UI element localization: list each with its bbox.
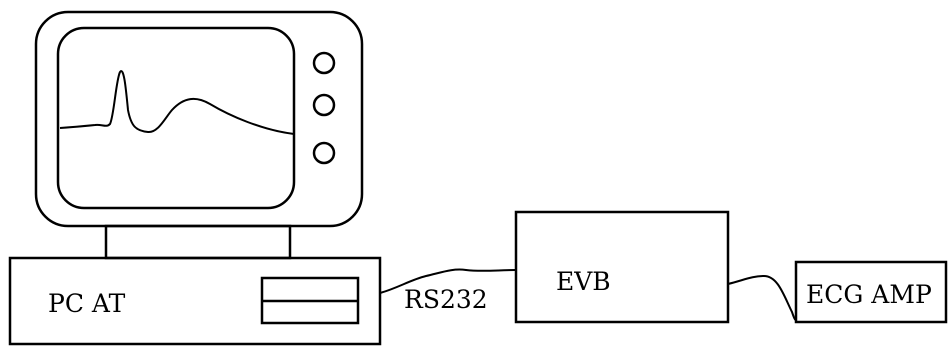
monitor-knob-top [314, 53, 334, 73]
monitor-stand [106, 226, 290, 258]
monitor-screen [58, 28, 294, 208]
monitor-knob-middle [314, 95, 334, 115]
pc-base-unit: PC AT [10, 258, 380, 344]
monitor [36, 12, 362, 258]
ecg-waveform [60, 71, 294, 134]
evb-label: EVB [556, 267, 611, 296]
ecg-amp-label: ECG AMP [806, 280, 932, 309]
evb-rect [516, 212, 728, 322]
amp-cable [728, 276, 796, 320]
pc-label: PC AT [48, 289, 126, 318]
evb-box: EVB [516, 212, 728, 322]
monitor-knob-bottom [314, 143, 334, 163]
rs232-label: RS232 [404, 285, 488, 314]
ecg-amp-box: ECG AMP [796, 262, 946, 322]
monitor-outer-frame [36, 12, 362, 226]
